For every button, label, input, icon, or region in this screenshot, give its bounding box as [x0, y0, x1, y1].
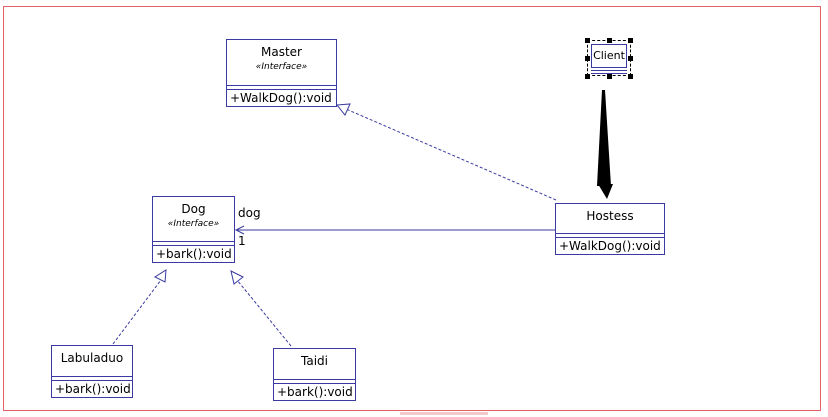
class-labuladuo-operation: +bark():void [55, 382, 131, 396]
class-labuladuo-attributes [52, 377, 132, 381]
class-dog-name: Dog [181, 202, 206, 216]
class-taidi[interactable]: Taidi +bark():void [273, 348, 356, 401]
realization-hostess-master[interactable] [336, 103, 557, 201]
selection-handle[interactable] [628, 74, 633, 79]
class-labuladuo-name: Labuladuo [60, 351, 124, 365]
class-taidi-name: Taidi [301, 354, 328, 368]
class-client[interactable]: Client [585, 38, 633, 79]
class-master-header: Master «Interface» [227, 40, 336, 86]
dependency-client-hostess[interactable] [597, 90, 613, 199]
class-master-operation: +WalkDog():void [230, 91, 332, 105]
canvas-scroll-strip [400, 412, 488, 415]
class-taidi-header: Taidi [274, 349, 355, 380]
association-role-label: dog [238, 206, 261, 220]
class-hostess-header: Hostess [556, 204, 664, 234]
selection-handle[interactable] [607, 74, 612, 79]
class-hostess-operation: +WalkDog():void [559, 239, 661, 253]
selection-handle[interactable] [607, 38, 612, 43]
class-hostess-name: Hostess [586, 209, 634, 223]
class-client-name: Client [591, 44, 627, 68]
class-dog-operation: +bark():void [156, 247, 232, 261]
class-client-operations [591, 73, 627, 74]
class-master[interactable]: Master «Interface» +WalkDog():void [226, 39, 337, 107]
class-master-name: Master [261, 45, 302, 59]
class-taidi-operation: +bark():void [277, 385, 353, 399]
class-dog-stereotype: «Interface» [167, 219, 220, 229]
class-hostess-attributes [556, 234, 664, 238]
association-multiplicity-label: 1 [238, 234, 246, 248]
realization-taidi-dog[interactable] [230, 270, 292, 347]
class-client-attributes [591, 70, 627, 71]
diagram-frame [3, 6, 821, 411]
class-dog-attributes [153, 242, 234, 246]
class-dog[interactable]: Dog «Interface» +bark():void [152, 196, 235, 263]
class-dog-header: Dog «Interface» [153, 197, 234, 242]
association-hostess-dog[interactable] [234, 225, 555, 235]
class-master-stereotype: «Interface» [255, 62, 308, 72]
class-labuladuo[interactable]: Labuladuo +bark():void [51, 345, 133, 398]
class-labuladuo-header: Labuladuo [52, 346, 132, 377]
selection-handle[interactable] [585, 38, 590, 43]
class-master-attributes [227, 86, 336, 90]
class-taidi-attributes [274, 380, 355, 384]
selection-handle[interactable] [628, 56, 633, 61]
class-hostess[interactable]: Hostess +WalkDog():void [555, 203, 665, 255]
realization-labuladuo-dog[interactable] [112, 269, 167, 345]
selection-handle[interactable] [585, 74, 590, 79]
selection-handle[interactable] [628, 38, 633, 43]
selection-handle[interactable] [585, 56, 590, 61]
